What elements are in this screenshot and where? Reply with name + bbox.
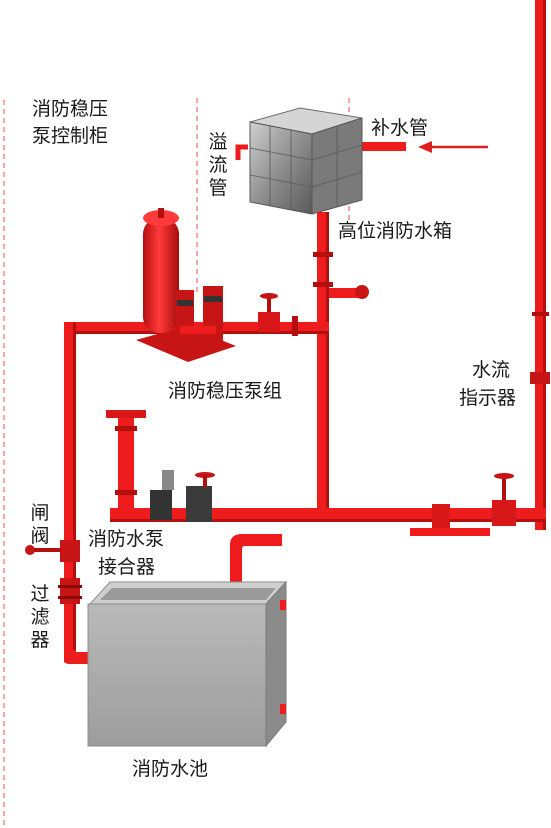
label-fire-water-pool: 消防水池: [132, 758, 209, 780]
lower-gate-valve-body: [492, 500, 516, 526]
label-pump-adapter-line2: 接合器: [98, 556, 156, 578]
label-pump-adapter-line1: 消防水泵: [88, 528, 165, 550]
tank-pipe-flange-2: [313, 282, 333, 287]
label-makeup-pipe: 补水管: [371, 117, 429, 139]
label-high-level-tank: 高位消防水箱: [338, 220, 453, 242]
riser-pipe-right: [535, 0, 546, 530]
riser-flange: [532, 312, 549, 316]
stabilizer-pump-group: [136, 208, 236, 362]
makeup-pipe: [358, 142, 406, 151]
gate-valve-handwheel: [25, 545, 35, 555]
label-filter: 过滤器: [30, 583, 50, 651]
left-main-elbow: [64, 650, 92, 664]
label-stabilizer-pump-group: 消防稳压泵组: [168, 380, 283, 402]
high-level-water-tank: [249, 107, 363, 215]
label-flow-indicator-line1: 水流: [472, 359, 511, 381]
lower-gate-valve-stem: [502, 478, 506, 508]
pool-inlet-stub: [410, 528, 490, 536]
fire-water-pool: [87, 580, 288, 748]
label-gate-valve: 闸阀: [30, 502, 50, 547]
tank-side-branch: [329, 288, 359, 298]
riser-pipe-right-shade: [543, 0, 546, 530]
label-control-cabinet-line1: 消防稳压: [32, 98, 109, 120]
label-flow-indicator-line2: 指示器: [459, 387, 517, 409]
lower-gate-valve-handwheel: [494, 473, 514, 479]
overflow-pipe: [235, 144, 248, 160]
flow-indicator: [530, 372, 550, 384]
label-overflow-pipe: 溢流管: [208, 131, 228, 199]
branch-gate-valve-handwheel: [260, 293, 278, 299]
branch-flange: [292, 316, 298, 336]
branch-gate-valve-body: [258, 312, 280, 332]
filter-body: [60, 578, 80, 604]
gate-valve-stem: [34, 548, 66, 552]
fire-pump-adapter: [106, 410, 215, 522]
tank-pipe-flange-1: [313, 252, 333, 257]
label-control-cabinet-line2: 泵控制柜: [32, 125, 109, 147]
makeup-arrow-head: [418, 141, 432, 153]
tank-branch-valve: [355, 285, 369, 299]
gate-valve-body: [60, 540, 80, 562]
branch-gate-valve-stem: [267, 296, 271, 322]
lower-main-tee: [432, 504, 450, 532]
